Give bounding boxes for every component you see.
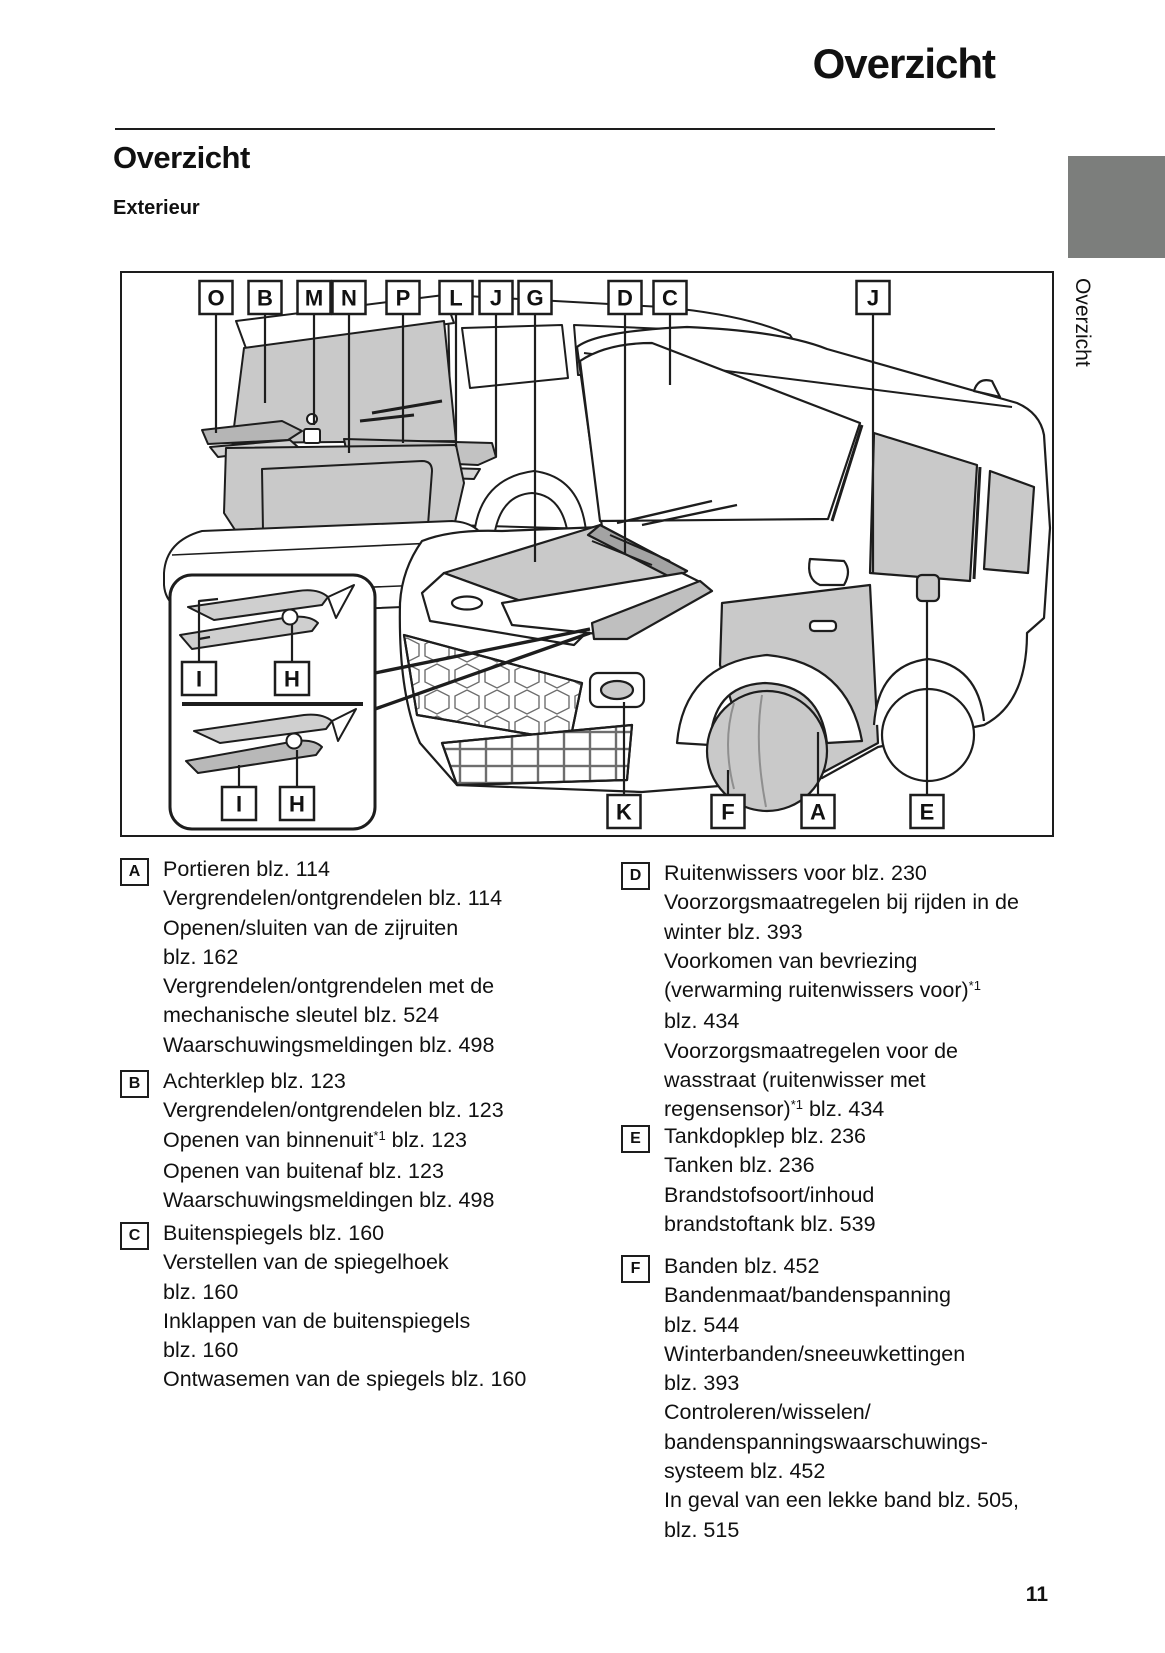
legend-letter-box: A [120, 858, 149, 886]
legend-line: In geval van een lekke band blz. 505, [664, 1488, 1020, 1513]
callout-letter: H [284, 667, 300, 692]
legend-line: Brandstofsoort/inhoud [664, 1182, 875, 1207]
legend-line: Openen van binnenuit*1 blz. 123 [163, 1127, 467, 1152]
legend-line: blz. 544 [664, 1312, 740, 1337]
chapter-tab-label: Overzicht [1071, 278, 1094, 367]
callout-boxes: O B M N P L J G D C J K F A E I H I H [180, 279, 945, 830]
callout-letter: A [810, 800, 826, 825]
callout-letter: D [617, 286, 633, 311]
callout-letter: N [341, 286, 357, 311]
legend-line: mechanische sleutel blz. 524 [163, 1003, 440, 1028]
legend-line: blz. 162 [163, 944, 239, 969]
legend-line: blz. 434 [664, 1009, 740, 1034]
legend-line: blz. 160 [163, 1279, 239, 1304]
callout-letter: K [616, 800, 632, 825]
callout-letter: J [490, 286, 502, 311]
legend-line: Vergrendelen/ontgrendelen blz. 123 [163, 1098, 504, 1123]
legend-line: Vergrendelen/ontgrendelen met de [163, 974, 495, 999]
page-number: 11 [1025, 1583, 1048, 1606]
legend-line: blz. 160 [163, 1338, 239, 1363]
legend-line: Controleren/wisselen/ [664, 1400, 871, 1425]
legend-line: Winterbanden/sneeuwkettingen [664, 1341, 966, 1366]
callout-letter: I [236, 792, 242, 817]
legend-line: Openen van buitenaf blz. 123 [163, 1158, 444, 1183]
legend-letter-box: F [621, 1255, 650, 1283]
legend-letter-box: C [120, 1222, 149, 1250]
callout-letter: M [305, 286, 323, 311]
legend-line: bandenspanningswaarschuwings- [664, 1429, 988, 1454]
legend-line: Voorzorgsmaatregelen voor de [664, 1038, 959, 1063]
legend-line: Bandenmaat/bandenspanning [664, 1283, 951, 1308]
legend-line: Voorkomen van bevriezing [664, 948, 918, 973]
callout-letter: L [449, 286, 462, 311]
callout-leader-lines [214, 314, 929, 795]
legend-letter-box: E [621, 1125, 650, 1153]
legend-line: Portieren blz. 114 [163, 857, 330, 881]
callout-letter: C [662, 286, 678, 311]
legend-line: winter blz. 393 [664, 919, 803, 944]
legend-line: blz. 515 [664, 1517, 740, 1542]
chapter-tab [1068, 156, 1165, 258]
legend-letter-box: B [120, 1070, 149, 1098]
legend-line: Voorzorgsmaatregelen bij rijden in de [664, 890, 1019, 915]
front-car-illustration [398, 325, 1052, 813]
legend-line: Ruitenwissers voor blz. 230 [664, 861, 927, 885]
legend-letter-box: D [621, 862, 650, 890]
callout-letter: I [196, 667, 202, 692]
legend-line: Tanken blz. 236 [664, 1153, 815, 1178]
legend-line: wasstraat (ruitenwisser met [664, 1068, 926, 1093]
legend-line: regensensor)*1 blz. 434 [664, 1097, 885, 1122]
legend-line: Banden blz. 452 [664, 1254, 820, 1278]
legend-line: Tankdopklep blz. 236 [664, 1124, 867, 1148]
callout-letter: J [867, 286, 879, 311]
legend-line: blz. 393 [664, 1371, 740, 1396]
subsection-title: Exterieur [113, 197, 200, 219]
legend-line: (verwarming ruitenwissers voor)*1 [664, 978, 981, 1003]
callout-letter: F [721, 800, 734, 825]
callout-letter: O [207, 286, 224, 311]
legend-line: Vergrendelen/ontgrendelen blz. 114 [163, 886, 503, 911]
page-header-title: Overzicht [812, 40, 996, 87]
legend-line: brandstoftank blz. 539 [664, 1211, 876, 1236]
callout-letter: P [396, 286, 411, 311]
legend-line: Buitenspiegels blz. 160 [163, 1221, 385, 1245]
legend-line: Openen/sluiten van de zijruiten [163, 915, 459, 940]
legend-line: Ontwasemen van de spiegels blz. 160 [163, 1367, 527, 1392]
legend-line: systeem blz. 452 [664, 1459, 826, 1484]
headlight-inset [168, 573, 591, 831]
exterior-diagram-frame: O B M N P L J G D C J K F A E I H I H [120, 271, 1054, 837]
legend-line: Waarschuwingsmeldingen blz. 498 [163, 1032, 495, 1057]
section-title: Overzicht [113, 140, 250, 175]
callout-letter: H [289, 792, 305, 817]
header-rule [115, 128, 995, 130]
exterior-diagram: O B M N P L J G D C J K F A E I H I H [163, 279, 1052, 831]
legend-line: Verstellen van de spiegelhoek [163, 1250, 449, 1275]
callout-letter: G [526, 286, 543, 311]
legend-line: Waarschuwingsmeldingen blz. 498 [163, 1188, 495, 1213]
callout-letter: E [920, 800, 935, 825]
legend-line: Inklappen van de buitenspiegels [163, 1308, 471, 1333]
legend-line: Achterklep blz. 123 [163, 1069, 346, 1093]
callout-letter: B [257, 286, 273, 311]
